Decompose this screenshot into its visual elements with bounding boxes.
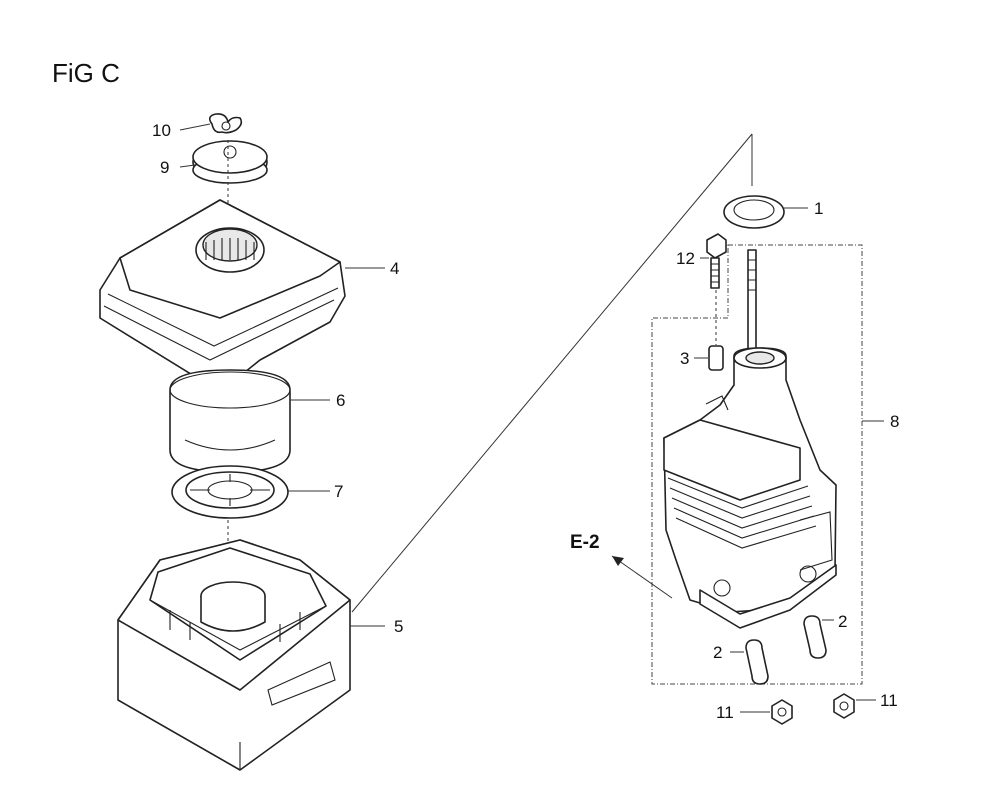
callout-11-right: 11 (880, 691, 898, 710)
filter-element (169, 369, 291, 473)
callout-7: 7 (334, 482, 343, 501)
callout-10: 10 (152, 121, 171, 140)
gasket (171, 465, 289, 519)
gasket-ring (723, 195, 785, 229)
callout-4: 4 (390, 259, 399, 278)
callout-3: 3 (680, 349, 689, 368)
callout-9: 9 (160, 158, 169, 177)
callout-1: 1 (814, 199, 823, 218)
figure-title: FiG C (52, 58, 120, 88)
air-cleaner-elbow (663, 347, 837, 629)
bolt (706, 233, 727, 289)
collar (708, 345, 724, 371)
reference-e2-label: E-2 (570, 532, 600, 553)
callout-2-left: 2 (713, 643, 722, 662)
callout-2-right: 2 (838, 612, 847, 631)
air-cleaner-case (117, 539, 351, 771)
wing-nut (208, 113, 243, 134)
callout-8: 8 (890, 412, 899, 431)
callout-12: 12 (676, 249, 695, 268)
washer (192, 140, 268, 184)
callout-6: 6 (336, 391, 345, 410)
nut-a (771, 699, 793, 725)
nut-b (833, 693, 855, 719)
stud-pin-a (745, 639, 769, 685)
callout-11-left: 11 (716, 703, 734, 722)
stud-pin-b (803, 615, 827, 659)
callout-5: 5 (394, 617, 403, 636)
air-cleaner-cover (99, 199, 346, 393)
